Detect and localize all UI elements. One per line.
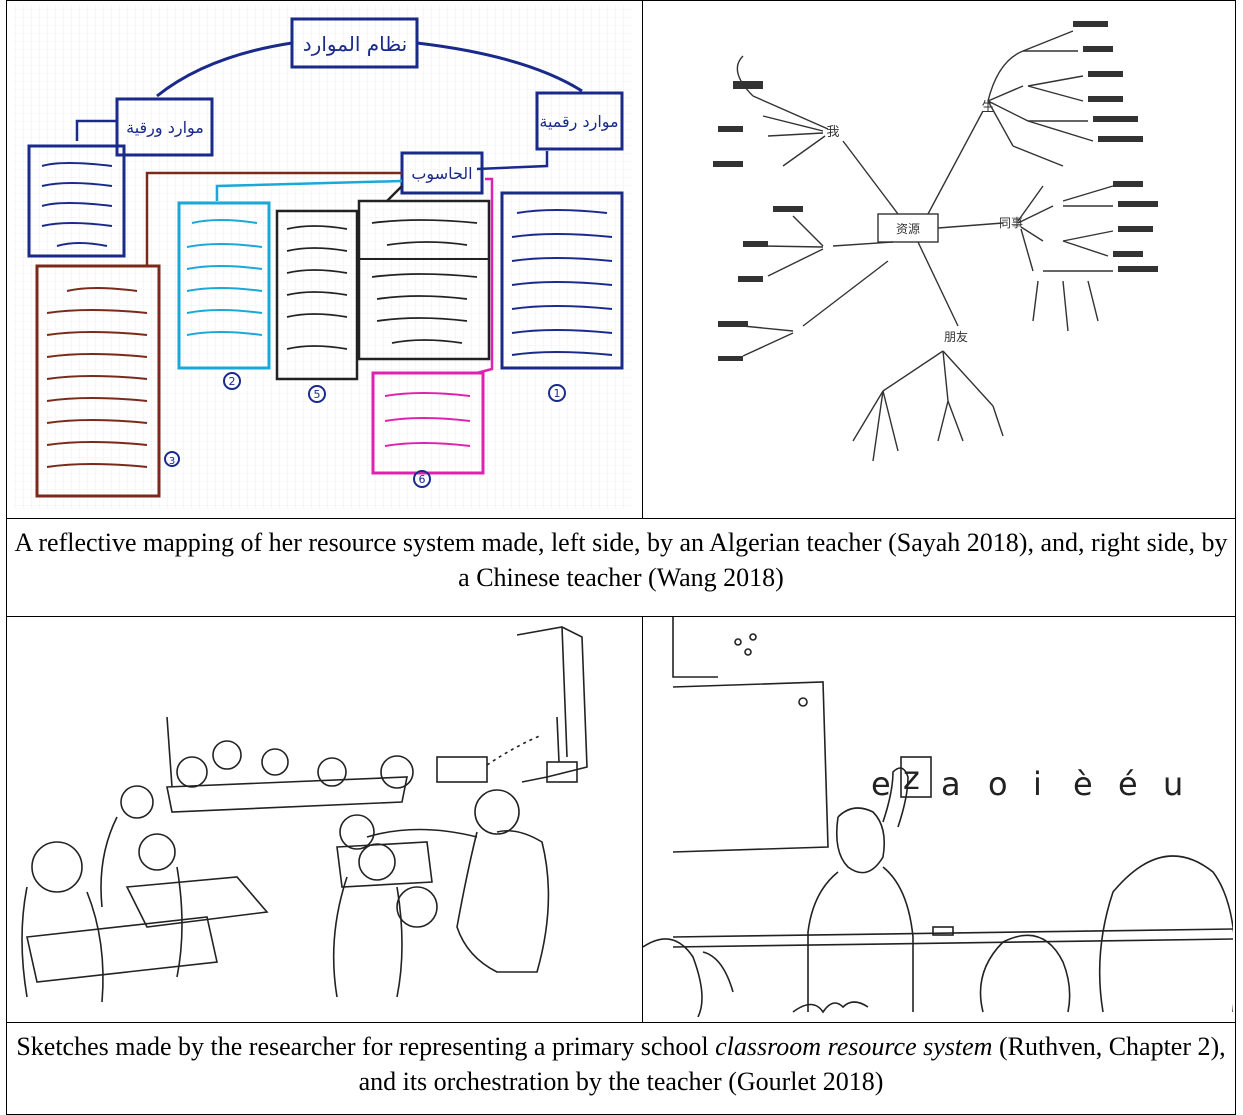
svg-text:i: i	[1033, 765, 1042, 803]
svg-text:a: a	[941, 765, 961, 803]
svg-text:1: 1	[554, 387, 561, 400]
svg-text:5: 5	[314, 388, 321, 401]
caption-top-cell: A reflective mapping of her resource sys…	[6, 518, 1236, 617]
svg-text:我: 我	[826, 125, 839, 140]
svg-text:u: u	[1163, 765, 1183, 803]
svg-text:朋友: 朋友	[944, 330, 968, 344]
svg-text:6: 6	[419, 473, 426, 486]
svg-text:z: z	[903, 759, 920, 797]
caption-bottom-after: (Ruthven, Chapter 2), and its orchestrat…	[358, 1032, 1226, 1096]
board-letters: e z a o i è é u	[871, 759, 1183, 803]
svg-text:3: 3	[169, 456, 175, 467]
digital-box	[535, 91, 624, 151]
caption-bottom-before: Sketches made by the researcher for repr…	[16, 1032, 716, 1061]
svg-text:同事: 同事	[999, 216, 1023, 230]
svg-text:è: è	[1073, 765, 1093, 803]
classroom-resource-sketch	[21, 626, 588, 1003]
svg-text:الحاسوب: الحاسوب	[411, 164, 472, 184]
classroom-sketch-cell	[6, 616, 643, 1023]
paper-box	[115, 97, 214, 157]
arabic-resource-map-sketch: نظام الموارد موارد ورقية موارد رقمية الح…	[13, 5, 631, 509]
chinese-resource-map-sketch: 资源 我 生 同事 朋友	[713, 21, 1158, 462]
teacher-orchestration-sketch: e z a o i è é u	[643, 617, 1235, 1018]
svg-text:2: 2	[229, 375, 236, 388]
svg-text:موارد رقمية: موارد رقمية	[539, 112, 618, 132]
arabic-map-cell: نظام الموارد موارد ورقية موارد رقمية الح…	[6, 0, 643, 519]
svg-text:e: e	[871, 765, 891, 803]
figure-table: نظام الموارد موارد ورقية موارد رقمية الح…	[6, 0, 1236, 1115]
caption-bottom-cell: Sketches made by the researcher for repr…	[6, 1022, 1236, 1115]
svg-text:é: é	[1118, 765, 1138, 803]
caption-top: A reflective mapping of her resource sys…	[14, 528, 1228, 592]
svg-text:生: 生	[981, 100, 994, 115]
svg-text:资源: 资源	[896, 222, 920, 236]
chinese-map-cell: 资源 我 生 同事 朋友	[642, 0, 1236, 519]
caption-bottom-italic: classroom resource system	[715, 1032, 993, 1061]
svg-text:موارد ورقية: موارد ورقية	[126, 118, 204, 138]
svg-text:o: o	[988, 765, 1008, 803]
caption-bottom: Sketches made by the researcher for repr…	[7, 1023, 1235, 1099]
teacher-orchestration-cell: e z a o i è é u	[642, 616, 1236, 1023]
root-label: نظام الموارد	[303, 32, 407, 56]
